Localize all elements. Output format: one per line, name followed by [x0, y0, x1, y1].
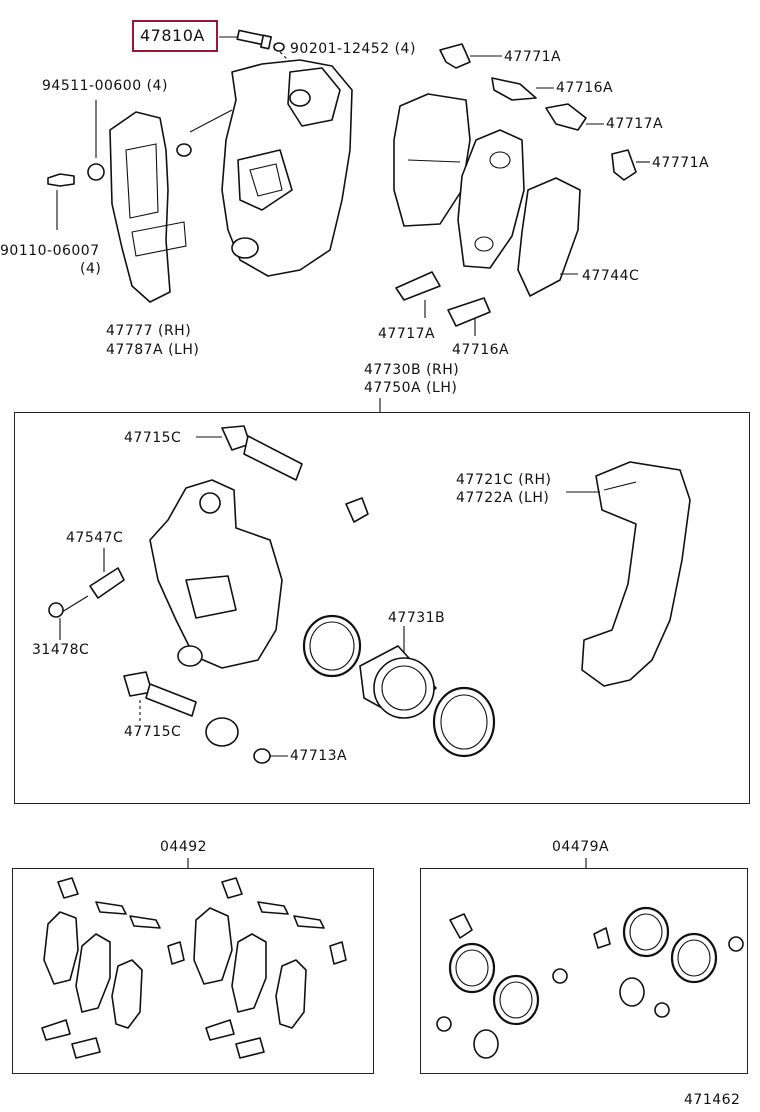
pad-kit-box — [12, 868, 374, 1074]
label-47715c-low[interactable]: 47715C — [124, 724, 182, 740]
label-47722a[interactable]: 47722A (LH) — [456, 490, 550, 506]
caliper-assembly-drawing — [48, 425, 691, 764]
label-47717a-top[interactable]: 47717A — [606, 116, 664, 132]
label-47713a[interactable]: 47713A — [290, 748, 348, 764]
label-47771a-mid[interactable]: 47771A — [652, 155, 710, 171]
label-47717a-low[interactable]: 47717A — [378, 326, 436, 342]
bolt-47810a-drawing — [219, 29, 301, 73]
label-47715c-top[interactable]: 47715C — [124, 430, 182, 446]
clips-top-drawing — [395, 43, 650, 336]
label-47721c[interactable]: 47721C (RH) — [456, 472, 552, 488]
label-94511[interactable]: 94511-00600 (4) — [42, 78, 168, 94]
label-47750a[interactable]: 47750A (LH) — [364, 380, 458, 396]
label-47777[interactable]: 47777 (RH) — [106, 323, 192, 339]
label-04492[interactable]: 04492 — [160, 839, 208, 855]
label-47744c[interactable]: 47744C — [582, 268, 640, 284]
label-47771a-top[interactable]: 47771A — [504, 49, 562, 65]
highlight-frame — [132, 20, 218, 52]
label-47716a-low[interactable]: 47716A — [452, 342, 510, 358]
label-90110[interactable]: 90110-06007 — [0, 243, 100, 259]
shim-47777-drawing — [47, 100, 187, 303]
label-90201[interactable]: 90201-12452 (4) — [290, 41, 416, 57]
diagram-number: 471462 — [684, 1092, 741, 1108]
seal-kit-04479a-drawing — [436, 858, 744, 1059]
caliper-assembly-box — [14, 412, 750, 804]
label-90110-qty: (4) — [80, 261, 102, 277]
brake-pads-top-drawing — [393, 93, 581, 297]
label-31478c[interactable]: 31478C — [32, 642, 90, 658]
label-47547c[interactable]: 47547C — [66, 530, 124, 546]
label-47730b[interactable]: 47730B (RH) — [364, 362, 460, 378]
label-47716a-top[interactable]: 47716A — [556, 80, 614, 96]
label-04479a[interactable]: 04479A — [552, 839, 610, 855]
seal-kit-box — [420, 868, 748, 1074]
label-47810a[interactable]: 47810A — [140, 26, 205, 45]
pad-kit-04492-drawing — [41, 858, 347, 1059]
label-47787a[interactable]: 47787A (LH) — [106, 342, 200, 358]
label-47731b[interactable]: 47731B — [388, 610, 446, 626]
caliper-top-drawing — [176, 59, 353, 277]
